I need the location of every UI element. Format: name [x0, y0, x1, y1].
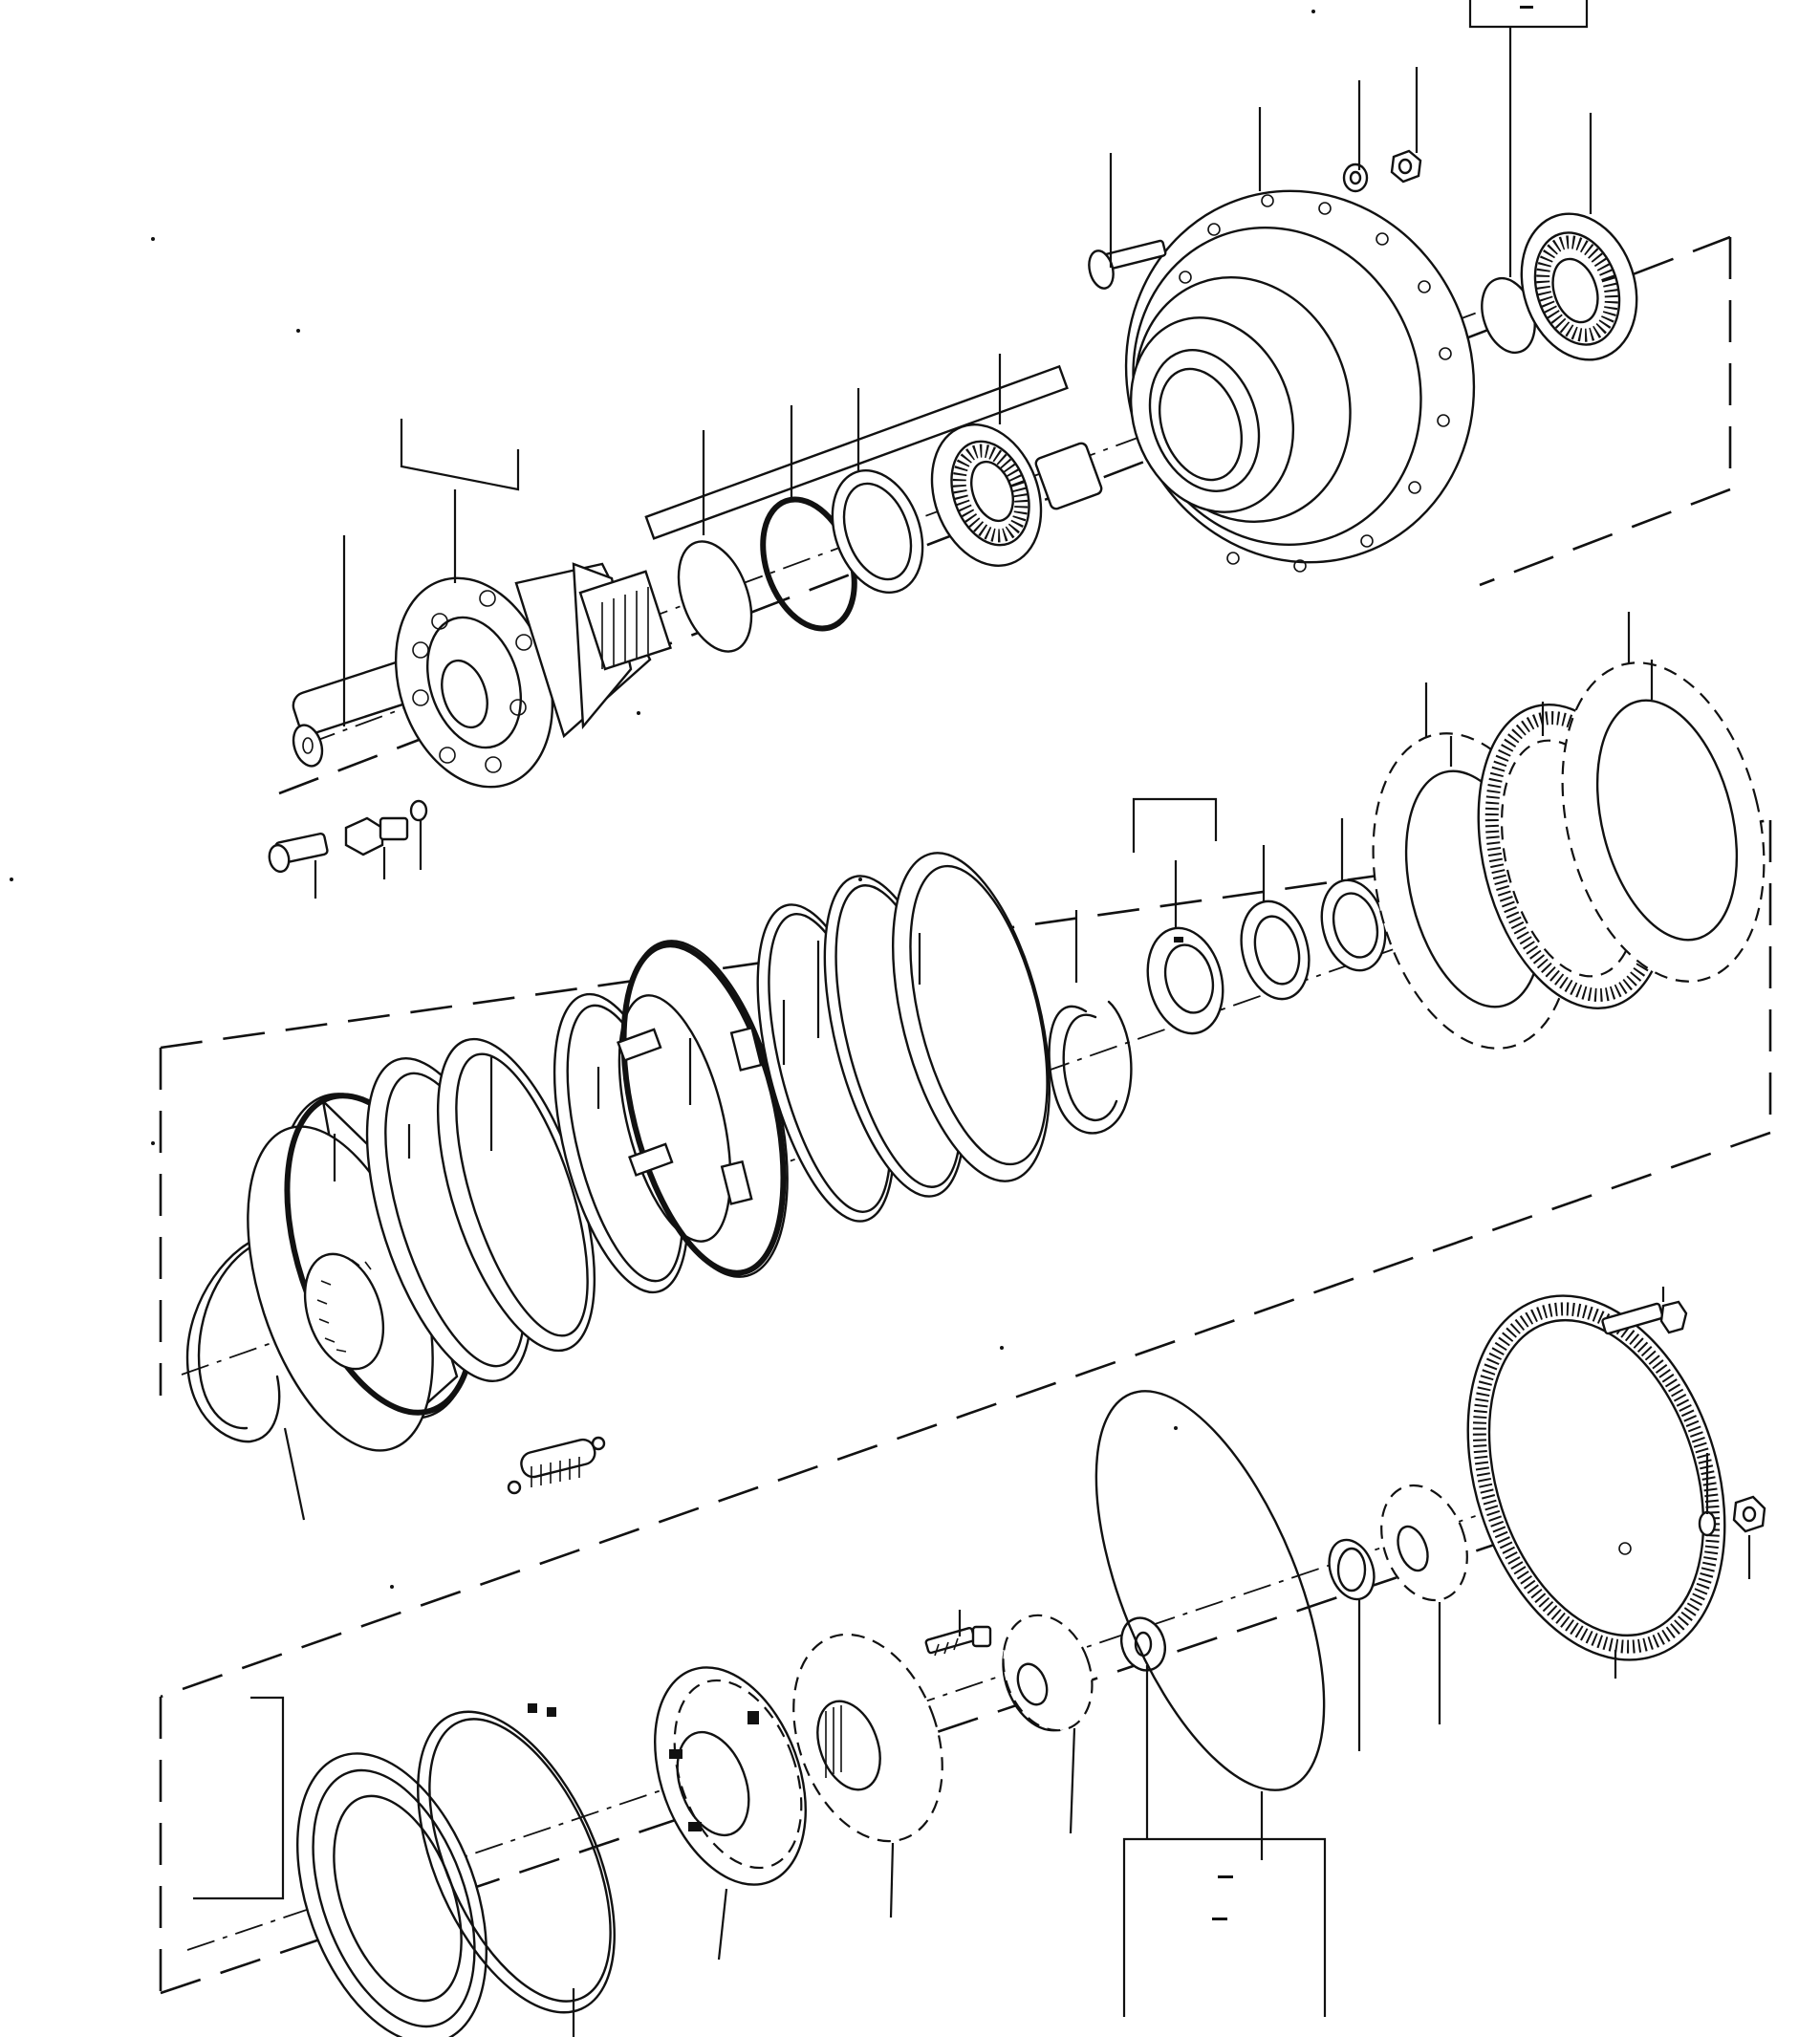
lock-nut — [344, 816, 409, 856]
retaining-ring — [1328, 1538, 1376, 1601]
bracket-middle-1 — [1132, 797, 1218, 853]
scan-specks — [10, 10, 1315, 1589]
snap-ring-left — [185, 1231, 281, 1443]
bracket-bottom-mark-1 — [1218, 1875, 1233, 1878]
bracket-mark — [1520, 6, 1533, 9]
hub-housing — [1124, 189, 1476, 573]
splined-stub — [1034, 442, 1103, 510]
set-screw — [268, 832, 329, 874]
planet-carrier — [654, 1666, 807, 1886]
output-shaft-flange — [292, 364, 1069, 789]
bracket-bottom-mark-2 — [1212, 1918, 1227, 1920]
dust-cover-disc — [1094, 1390, 1326, 1791]
leader-lines-bottom — [572, 1287, 1751, 2037]
cover-nut — [1732, 1495, 1766, 1533]
pressure-plate — [296, 1752, 488, 2037]
small-washer — [409, 799, 428, 822]
clutch-piston — [617, 940, 789, 1278]
ring-gear — [792, 1633, 943, 1843]
leader-lines-middle — [283, 660, 1654, 1521]
hub-nut-1 — [1342, 163, 1369, 193]
shaft-bearing — [930, 423, 1043, 567]
slotted-nut — [1146, 926, 1224, 1035]
clutch-drum — [247, 1093, 477, 1452]
tab-washer-1 — [1240, 899, 1311, 1001]
planet-pinion — [1002, 1614, 1094, 1732]
leader-lines-top — [342, 27, 1592, 726]
leader-lines-hardware — [314, 820, 422, 899]
sun-gear — [1380, 1484, 1468, 1602]
large-snap-ring — [417, 1703, 616, 2014]
cover-bolt — [1601, 1300, 1688, 1335]
bracket-top-right — [1468, 0, 1589, 29]
bracket-bottom-left — [193, 1696, 285, 1900]
bracket-top-left — [400, 419, 520, 491]
return-spring — [507, 1436, 606, 1495]
steel-disc-outer-teeth — [1561, 661, 1766, 983]
end-cover-plate — [1466, 1294, 1726, 1661]
backing-ring — [891, 852, 1051, 1182]
cover-washer — [1698, 1510, 1717, 1537]
shaft-ring-1 — [677, 540, 753, 653]
hub-bearing-right — [1520, 212, 1638, 361]
shaft-shim — [831, 468, 924, 595]
carrier-bolt — [924, 1625, 992, 1657]
snap-ring-middle — [1048, 1000, 1133, 1135]
bracket-bottom-centre — [1122, 1837, 1327, 2017]
hub-bolt — [1088, 239, 1167, 290]
hub-nut-2 — [1390, 149, 1422, 184]
